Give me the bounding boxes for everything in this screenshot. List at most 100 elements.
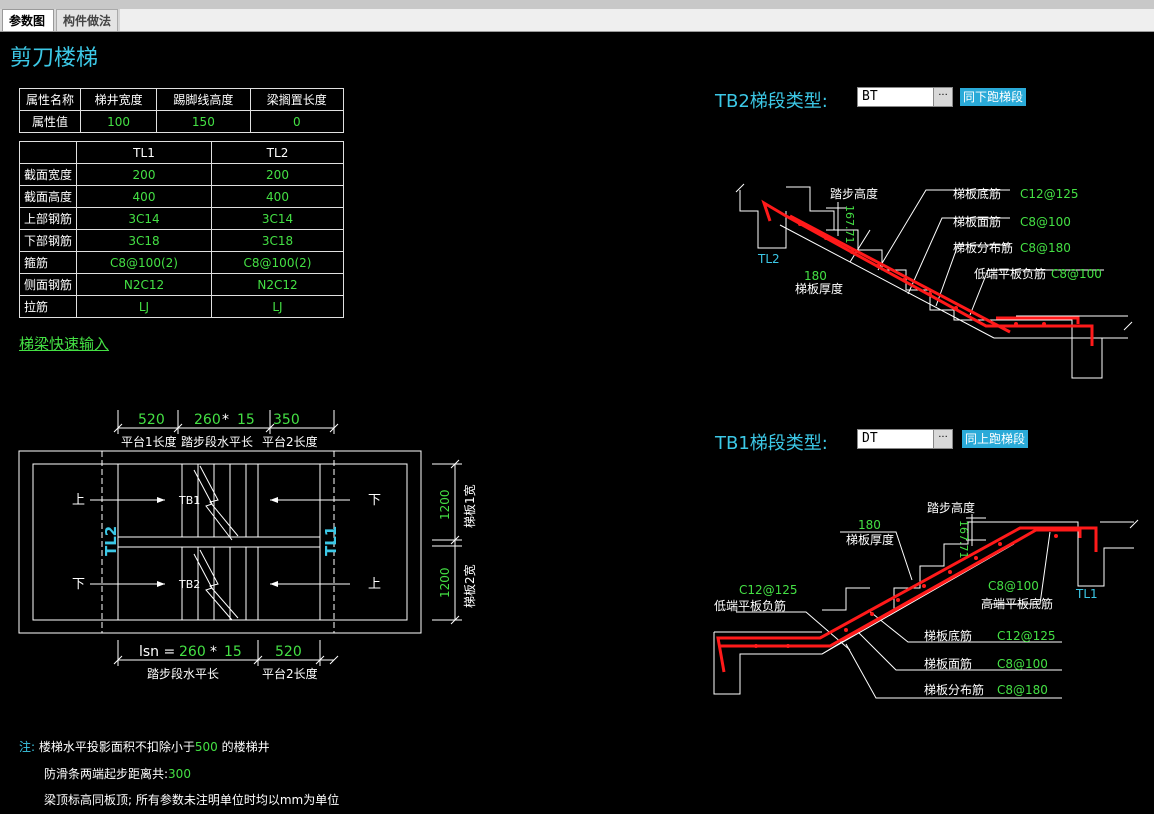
tab-param-diagram[interactable]: 参数图 <box>2 9 54 31</box>
dim-260-bottom[interactable]: 260 <box>179 644 206 660</box>
dim-star-bottom: * <box>210 644 217 660</box>
down-label: 下 <box>72 577 85 592</box>
beam-header-cell: TL2 <box>211 141 344 164</box>
tb2-bottom-bar-value[interactable]: C12@125 <box>1020 187 1079 201</box>
tb2-bottom-bar-label: 梯板底筋 <box>953 186 1001 201</box>
tb1-bottom-bar-label: 梯板底筋 <box>924 628 972 643</box>
note-2b[interactable]: 300 <box>168 767 191 781</box>
tb1-tl1-label: TL1 <box>1075 587 1098 601</box>
up-label: 上 <box>368 577 381 592</box>
tb1-step-height-label: 踏步高度 <box>927 500 975 515</box>
dim-1200-lower[interactable]: 1200 <box>438 567 452 598</box>
tb2-type-combo[interactable]: BT ··· <box>857 87 953 107</box>
tl2-value-cell[interactable]: 200 <box>211 163 344 186</box>
down-label: 下 <box>368 493 381 508</box>
tab-component-method[interactable]: 构件做法 <box>56 9 118 31</box>
row-label: 拉筋 <box>19 295 77 318</box>
tb2-low-neg-value[interactable]: C8@100 <box>1051 267 1102 281</box>
attr-table: 属性名称 梯井宽度 踢脚线高度 梁搁置长度 属性值 100 150 0 <box>19 88 345 133</box>
tl1-value-cell[interactable]: 200 <box>76 163 212 186</box>
tb1-thickness-label: 梯板厚度 <box>846 532 894 547</box>
tl2-value-cell[interactable]: LJ <box>211 295 344 318</box>
tb2-labels: 踏步高度 167.71 梯板底筋 C12@125 梯板面筋 C8@100 梯板分… <box>757 186 1102 296</box>
beam-bearing-cell[interactable]: 0 <box>249 110 345 133</box>
note-1a: 楼梯水平投影面积不扣除小于 <box>38 740 195 754</box>
up-label: 上 <box>72 493 85 508</box>
dim-350-top[interactable]: 350 <box>273 412 300 428</box>
tb2-thickness-label: 梯板厚度 <box>795 281 843 296</box>
note-1b[interactable]: 500 <box>194 740 218 754</box>
tb1-labels: 踏步高度 167.71 180 梯板厚度 C12@125 低端平板负筋 C8@1… <box>714 500 1098 697</box>
tb1-top-bar-label: 梯板面筋 <box>924 656 972 671</box>
page-title: 剪刀楼梯 <box>10 46 99 71</box>
plan-tl1-label: TL1 <box>322 526 340 556</box>
tb1-type-label: TB1梯段类型: <box>715 433 828 454</box>
row-label: 侧面钢筋 <box>19 273 77 296</box>
row-label: 上部钢筋 <box>19 207 77 230</box>
tab-strip <box>0 0 1154 9</box>
tb2-dist-bar-label: 梯板分布筋 <box>953 240 1013 255</box>
same-as-lower-flight-button[interactable]: 同下跑梯段 <box>960 88 1027 106</box>
tb1-rebar-dots <box>754 534 1058 648</box>
dim-15-top[interactable]: 15 <box>237 412 255 428</box>
tb2-tl2-label: TL2 <box>757 252 780 266</box>
tl2-value-cell[interactable]: 400 <box>211 185 344 208</box>
tb2-top-bar-value[interactable]: C8@100 <box>1020 215 1071 229</box>
plan-tb2-label: TB2 <box>178 578 200 591</box>
tb2-dist-bar-value[interactable]: C8@180 <box>1020 241 1071 255</box>
dim-260-top[interactable]: 260 <box>194 412 221 428</box>
plan-tl2-label: TL2 <box>102 526 120 556</box>
plan-tb1-label: TB1 <box>178 494 200 507</box>
tb2-rebar <box>761 199 1094 346</box>
tb2-more-button[interactable]: ··· <box>933 88 952 106</box>
dim-15-bottom[interactable]: 15 <box>224 644 242 660</box>
label-width2: 梯板2宽 <box>462 564 477 608</box>
tb2-step-height-value[interactable]: 167.71 <box>843 205 856 244</box>
note-1c: 的楼梯井 <box>221 740 270 754</box>
dim-520-bottom[interactable]: 520 <box>275 644 302 660</box>
tb1-bottom-bar-value[interactable]: C12@125 <box>997 629 1056 643</box>
tb1-type-value: DT <box>862 431 878 446</box>
tb1-dist-bar-value[interactable]: C8@180 <box>997 683 1048 697</box>
skirting-height-cell[interactable]: 150 <box>156 110 251 133</box>
tb1-type-combo[interactable]: DT ··· <box>857 429 953 449</box>
tb2-top-bar-label: 梯板面筋 <box>953 214 1001 229</box>
tb2-thickness-value[interactable]: 180 <box>804 269 827 283</box>
row-label: 截面宽度 <box>19 163 77 186</box>
attr-header-cell: 梁搁置长度 <box>249 88 345 111</box>
tb1-low-neg-value[interactable]: C12@125 <box>739 583 798 597</box>
tb1-top-bar-value[interactable]: C8@100 <box>997 657 1048 671</box>
same-as-upper-flight-button[interactable]: 同上跑梯段 <box>962 430 1029 448</box>
tb1-high-bar-value[interactable]: C8@100 <box>988 579 1039 593</box>
tb1-more-button[interactable]: ··· <box>933 430 952 448</box>
beam-table: TL1 TL2 截面宽度 200 200 截面高度 400 400 上部钢筋 3… <box>19 141 344 318</box>
tb2-type-label: TB2梯段类型: <box>715 91 828 112</box>
tb1-thickness-value[interactable]: 180 <box>858 518 881 532</box>
tb1-high-bar-label: 高端平板底筋 <box>981 596 1053 611</box>
tl2-value-cell[interactable]: N2C12 <box>211 273 344 296</box>
row-label: 箍筋 <box>19 251 77 274</box>
row-label: 截面高度 <box>19 185 77 208</box>
tb1-section <box>713 514 1139 699</box>
tb2-low-neg-label: 低端平板负筋 <box>974 266 1046 281</box>
dim-520-top[interactable]: 520 <box>138 412 165 428</box>
tb2-rebar-dots <box>798 222 1046 326</box>
note-2a: 防滑条两端起步距离共: <box>44 767 169 781</box>
attr-header-cell: 踢脚线高度 <box>156 88 251 111</box>
tab-bar: 参数图 构件做法 <box>0 0 1154 32</box>
label-platform2: 平台2长度 <box>262 434 318 449</box>
tb2-type-value: BT <box>862 89 878 104</box>
dim-1200-upper[interactable]: 1200 <box>438 489 452 520</box>
label-width1: 梯板1宽 <box>462 484 477 528</box>
attr-header-cell: 梯井宽度 <box>79 88 158 111</box>
plan-labels: 520 260 * 15 350 平台1长度 踏步段水平长 平台2长度 上 下 … <box>72 412 477 681</box>
note-prefix: 注: <box>19 740 36 754</box>
note-line-2: 防滑条两端起步距离共:300 <box>44 765 191 782</box>
lsn-label: lsn = <box>139 644 175 660</box>
tb1-low-neg-label: 低端平板负筋 <box>714 598 786 613</box>
tb1-step-height-value[interactable]: 167.71 <box>957 520 970 559</box>
tab-bar-fill <box>120 9 1154 31</box>
beam-quick-input-link[interactable]: 梯梁快速输入 <box>19 335 110 353</box>
plan-view <box>18 410 462 666</box>
